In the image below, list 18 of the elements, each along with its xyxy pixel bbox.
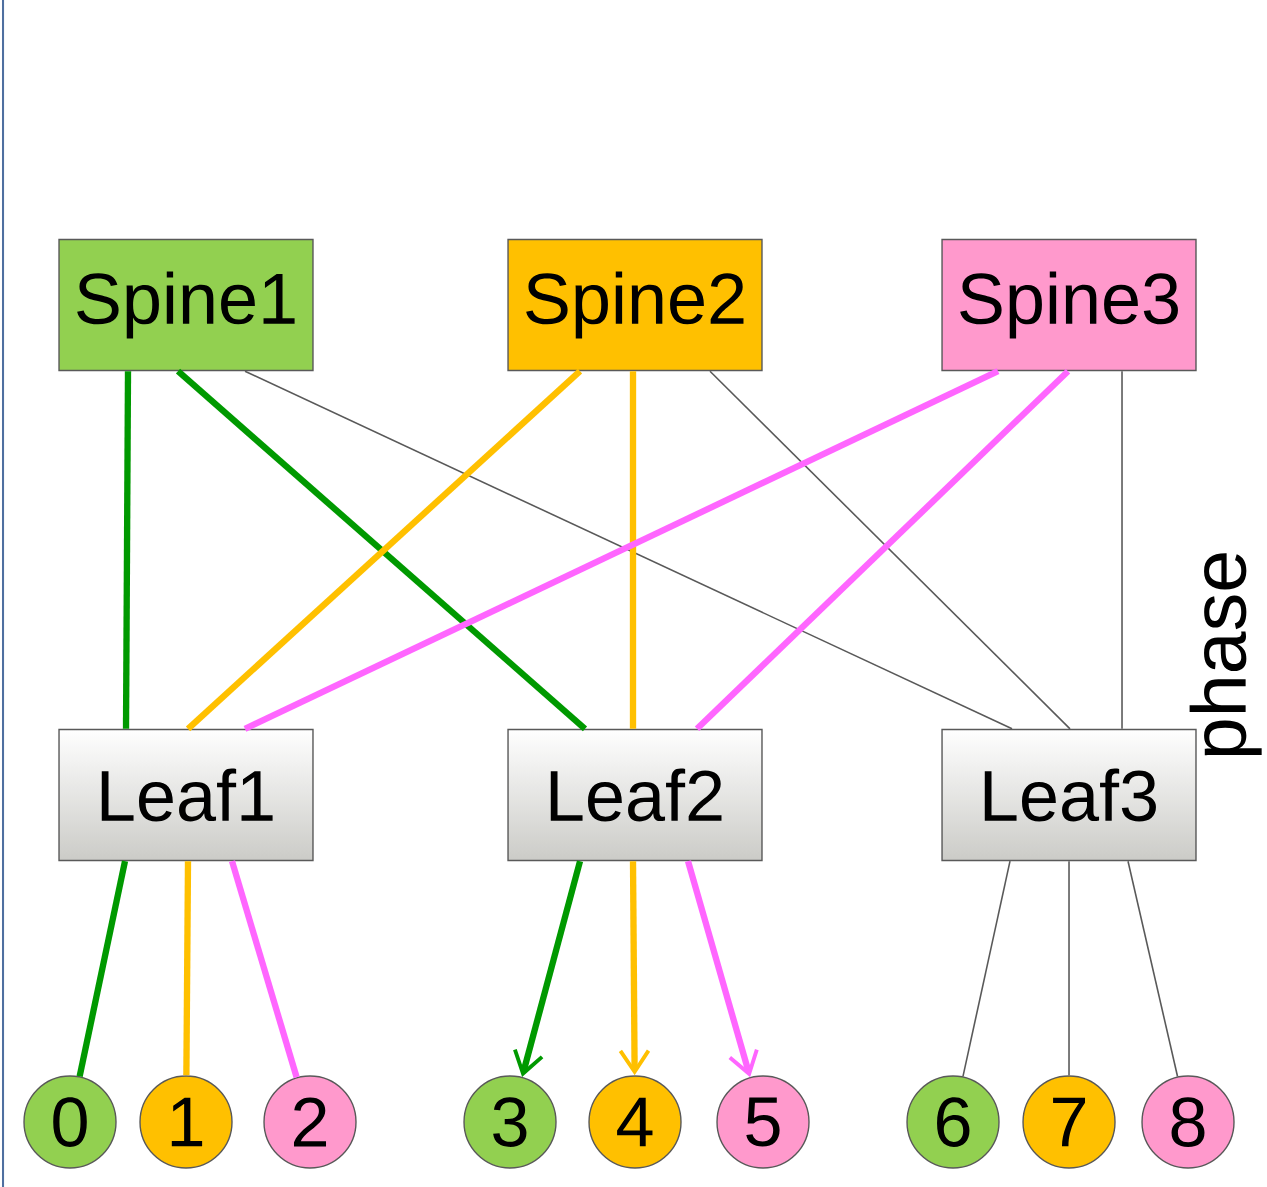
connector-line — [513, 860, 584, 1077]
leaf-switch-box: Leaf1 — [58, 728, 314, 862]
connector-line — [684, 860, 759, 1078]
connector-line — [228, 860, 300, 1079]
connector-line — [1127, 860, 1179, 1078]
leaf-switch-box: Leaf2 — [507, 728, 763, 862]
connector-line — [629, 371, 637, 729]
spine-switch-box: Spine2 — [507, 238, 763, 372]
connector-line — [76, 860, 129, 1077]
spine-switch-box: Spine1 — [58, 238, 314, 372]
connector-line — [122, 371, 132, 729]
connector-line — [183, 861, 192, 1076]
connector-line — [1068, 860, 1070, 1077]
connector-line — [962, 860, 1011, 1078]
connector-line — [618, 861, 651, 1076]
spine-switch-box: Spine3 — [941, 238, 1197, 372]
leaf-switch-box: Leaf3 — [941, 728, 1197, 862]
connector-line — [1121, 370, 1123, 730]
